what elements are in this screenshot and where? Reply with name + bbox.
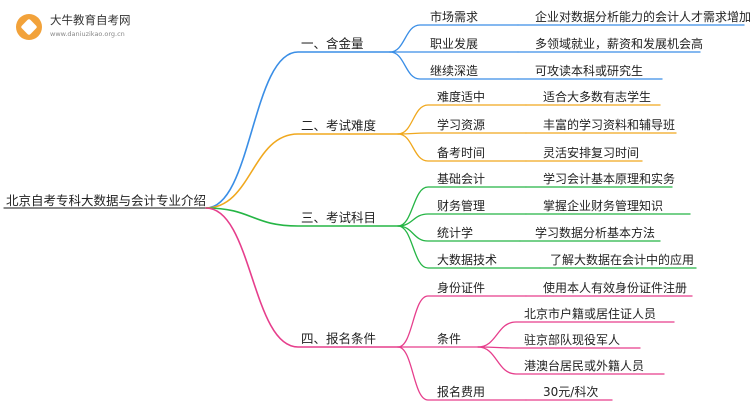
branch-3-child-4-leaf: 了解大数据在会计中的应用 xyxy=(550,253,695,267)
branch-1-child-1-label: 市场需求 xyxy=(430,10,479,24)
branch-4-child-2-label: 条件 xyxy=(437,332,462,346)
branch-2-connector xyxy=(205,133,399,209)
branch-4-child-3-connector xyxy=(397,346,527,401)
branch-1-child-3-label: 继续深造 xyxy=(430,64,479,78)
brand-url: www.daniuzikao.org.cn xyxy=(50,30,125,38)
branch-1-child-3-leaf: 可攻读本科或研究生 xyxy=(535,64,644,78)
branch-2-child-1-leaf: 适合大多数有志学生 xyxy=(543,90,652,104)
branch-3-child-2-label: 财务管理 xyxy=(437,199,486,213)
branch-2-child-2-leaf: 丰富的学习资料和辅导班 xyxy=(543,118,676,132)
condition-leaf-2-connector xyxy=(477,346,641,349)
branch-3-child-1-connector xyxy=(397,186,527,227)
branch-4-child-1-label: 身份证件 xyxy=(437,281,486,295)
brand-badge-icon xyxy=(16,14,42,40)
branch-4-label: 四、报名条件 xyxy=(301,331,377,346)
branch-4-child-1-leaf: 使用本人有效身份证件注册 xyxy=(543,281,688,295)
branch-2-label: 二、考试难度 xyxy=(301,118,377,133)
brand-logo: 大牛教育自考网 www.daniuzikao.org.cn xyxy=(8,6,158,50)
branch-1-child-2-label: 职业发展 xyxy=(430,37,479,51)
branch-3-child-4-label: 大数据技术 xyxy=(437,253,498,267)
branch-1-child-3-connector xyxy=(389,51,519,80)
branch-3-child-1-leaf: 学习会计基本原理和实务 xyxy=(543,172,676,186)
branch-4-child-3-leaf: 30元/科次 xyxy=(543,385,599,399)
branch-1-label: 一、含金量 xyxy=(301,36,364,51)
branch-3-child-2-connector xyxy=(397,213,527,227)
branch-1-connector xyxy=(205,51,391,209)
branch-2-child-3-leaf: 灵活安排复习时间 xyxy=(543,146,640,160)
brand-name: 大牛教育自考网 xyxy=(50,13,131,27)
condition-leaf-3-connector xyxy=(477,346,665,375)
branch-3-child-3-label: 统计学 xyxy=(437,226,474,240)
branch-3-child-1-label: 基础会计 xyxy=(437,172,486,186)
branch-3-label: 三、考试科目 xyxy=(301,210,377,225)
condition-leaf-1-connector xyxy=(477,321,675,348)
branch-2-child-2-label: 学习资源 xyxy=(437,118,486,132)
branch-3-child-3-leaf: 学习数据分析基本方法 xyxy=(535,226,656,240)
branch-4-connector xyxy=(205,207,399,348)
branch-1-child-2-leaf: 多领域就业，薪资和发展机会高 xyxy=(535,37,704,51)
branch-3-connector xyxy=(205,207,399,227)
branch-2-child-2-connector xyxy=(397,132,527,135)
connector-lines xyxy=(3,24,745,401)
branch-2-child-3-label: 备考时间 xyxy=(437,146,486,160)
branch-3-child-4-connector xyxy=(397,225,541,269)
branch-2-child-1-label: 难度适中 xyxy=(437,90,486,104)
root-topic: 北京自考专科大数据与会计专业介绍 xyxy=(6,193,207,208)
branch-4-child-1-connector xyxy=(397,295,527,348)
branch-1-child-1-leaf: 企业对数据分析能力的会计人才需求增加 xyxy=(535,10,750,24)
branch-4-child-2-leaf-3: 港澳台居民或外籍人员 xyxy=(524,359,645,373)
branch-3-child-2-leaf: 掌握企业财务管理知识 xyxy=(543,199,664,213)
branch-2-child-3-connector xyxy=(397,133,527,162)
branch-4-child-2-leaf-1: 北京市户籍或居住证人员 xyxy=(524,307,657,321)
branch-2-child-1-connector xyxy=(397,104,527,135)
branch-4-child-2-leaf-2: 驻京部队现役军人 xyxy=(524,333,621,347)
branch-4-child-3-label: 报名费用 xyxy=(437,385,486,399)
branch-1-child-1-connector xyxy=(389,24,519,53)
